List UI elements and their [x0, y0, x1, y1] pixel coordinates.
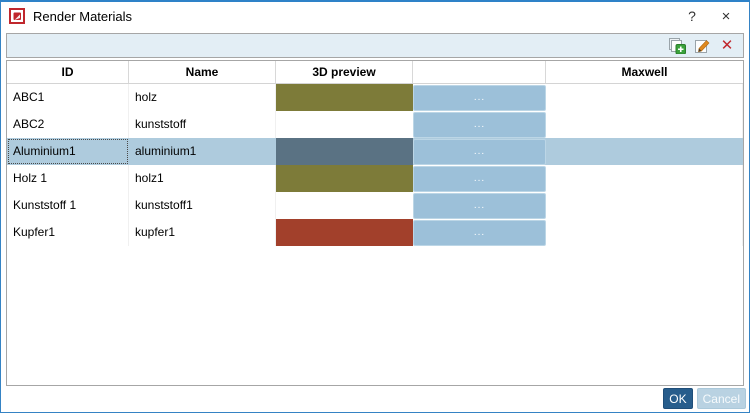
materials-toolbar: ✕ — [6, 33, 744, 58]
column-header-name[interactable]: Name — [129, 61, 276, 83]
cell-id[interactable]: ABC2 — [7, 111, 129, 138]
cell-3d-preview[interactable] — [276, 192, 413, 219]
material-preview-swatch — [276, 111, 413, 138]
add-material-icon[interactable] — [668, 37, 686, 54]
cell-name[interactable]: kupfer1 — [129, 219, 276, 246]
cell-id[interactable]: Kunststoff 1 — [7, 192, 129, 219]
cell-id[interactable]: Holz 1 — [7, 165, 129, 192]
dialog-footer: OK Cancel — [663, 388, 746, 409]
table-row[interactable]: Aluminium1 aluminium1 ... — [7, 138, 743, 165]
material-preview-swatch — [276, 138, 413, 165]
app-logo-icon — [9, 8, 25, 24]
cell-name[interactable]: aluminium1 — [135, 144, 197, 158]
cell-maxwell[interactable] — [546, 111, 743, 138]
title-bar: Render Materials ? × — [1, 2, 749, 30]
browse-button[interactable]: ... — [413, 112, 546, 138]
table-row[interactable]: Kupfer1 kupfer1 ... — [7, 219, 743, 246]
table-row[interactable]: ABC1 holz ... — [7, 84, 743, 111]
cell-3d-preview[interactable] — [276, 84, 413, 111]
materials-table: ID Name 3D preview Maxwell ABC1 holz ...… — [6, 60, 744, 386]
column-header-action[interactable] — [413, 61, 546, 83]
cell-3d-preview[interactable] — [276, 219, 413, 246]
help-button[interactable]: ? — [688, 8, 696, 24]
dialog-title: Render Materials — [33, 8, 132, 24]
close-icon[interactable]: × — [721, 7, 731, 25]
browse-button[interactable]: ... — [413, 166, 546, 192]
browse-button[interactable]: ... — [413, 193, 546, 219]
cell-maxwell[interactable] — [546, 138, 743, 165]
material-preview-swatch — [276, 165, 413, 192]
table-row[interactable]: Holz 1 holz1 ... — [7, 165, 743, 192]
cell-3d-preview[interactable] — [276, 111, 413, 138]
browse-button[interactable]: ... — [413, 220, 546, 246]
table-row[interactable]: ABC2 kunststoff ... — [7, 111, 743, 138]
cell-maxwell[interactable] — [546, 192, 743, 219]
cell-action: ... — [413, 138, 546, 165]
cell-name[interactable]: kunststoff — [129, 111, 276, 138]
cell-id[interactable]: ABC1 — [7, 84, 129, 111]
cell-action: ... — [413, 165, 546, 192]
table-row[interactable]: Kunststoff 1 kunststoff1 ... — [7, 192, 743, 219]
cell-3d-preview[interactable] — [276, 165, 413, 192]
delete-material-icon[interactable]: ✕ — [720, 36, 734, 54]
cell-name[interactable]: holz — [129, 84, 276, 111]
cell-action: ... — [413, 219, 546, 246]
cell-name[interactable]: kunststoff1 — [129, 192, 276, 219]
column-header-preview[interactable]: 3D preview — [276, 61, 413, 83]
cell-name[interactable]: holz1 — [129, 165, 276, 192]
cell-id[interactable]: Aluminium1 — [7, 138, 129, 165]
column-header-maxwell[interactable]: Maxwell — [621, 65, 668, 79]
cancel-button[interactable]: Cancel — [696, 388, 746, 409]
material-preview-swatch — [276, 192, 413, 219]
cell-action: ... — [413, 111, 546, 138]
cell-maxwell[interactable] — [546, 219, 743, 246]
browse-button[interactable]: ... — [413, 139, 546, 165]
cell-id[interactable]: Kupfer1 — [7, 219, 129, 246]
edit-material-icon[interactable] — [693, 38, 711, 54]
material-preview-swatch — [276, 219, 413, 246]
material-preview-swatch — [276, 84, 413, 111]
cell-action: ... — [413, 84, 546, 111]
cell-action: ... — [413, 192, 546, 219]
ok-button[interactable]: OK — [663, 388, 693, 409]
column-header-id[interactable]: ID — [7, 61, 129, 83]
browse-button[interactable]: ... — [413, 85, 546, 111]
cell-3d-preview[interactable] — [276, 138, 413, 165]
table-header-row: ID Name 3D preview Maxwell — [7, 61, 743, 84]
cell-maxwell[interactable] — [546, 165, 743, 192]
cell-maxwell[interactable] — [546, 84, 743, 111]
table-body: ABC1 holz ... ABC2 kunststoff ... Alumin… — [7, 84, 743, 246]
